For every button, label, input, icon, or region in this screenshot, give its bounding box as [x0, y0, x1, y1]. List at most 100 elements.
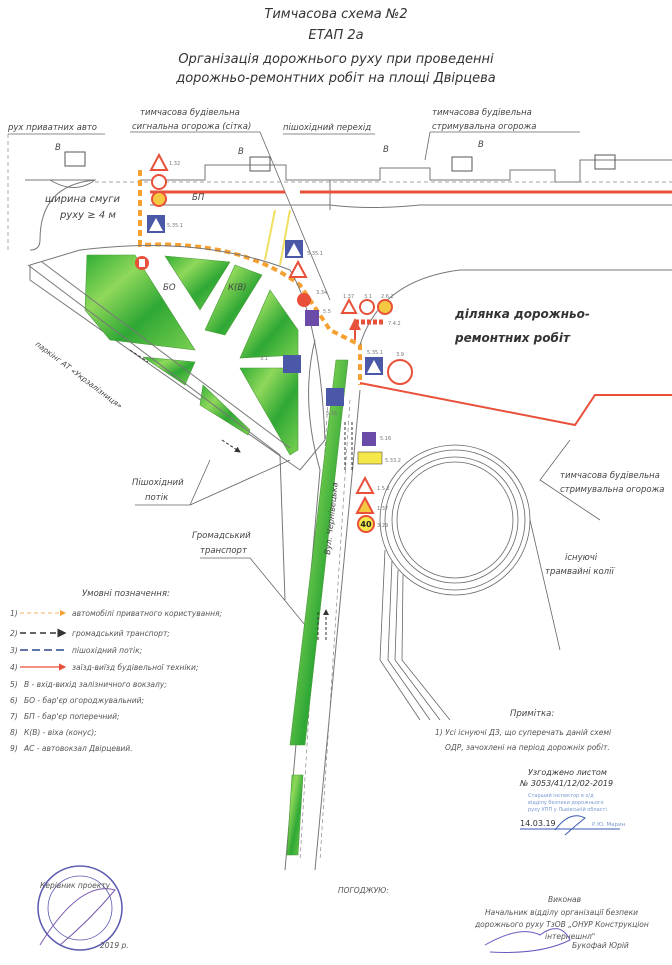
median-strip-lower	[286, 774, 304, 856]
label-lane-width-1: ширина смуги	[45, 194, 121, 205]
entrance-b-label: В	[55, 143, 61, 153]
label-text: Старший інспектор в о/д	[528, 792, 594, 799]
road-narrowing-sign-icon	[355, 475, 375, 494]
label-text: 14.03.19	[520, 819, 556, 828]
entrance-b-label: В	[478, 140, 484, 150]
label-text: 1.37	[377, 506, 388, 512]
bus-flow-arrows	[129, 349, 240, 452]
label-text: 5.35.1	[367, 350, 383, 356]
legend-item: К(В) - віха (конус);	[24, 728, 97, 737]
median-strip	[289, 359, 349, 746]
label-text: 1.5.2	[377, 486, 390, 492]
entrance-b-label: В	[383, 145, 389, 155]
position-line-3: інтернешнл"	[545, 932, 595, 941]
label-barrier-bp: БП	[192, 193, 205, 203]
detour-plate-icon	[357, 451, 383, 465]
legend-item: автомобілі приватного користування;	[72, 609, 222, 618]
road-signs: 40	[135, 152, 413, 533]
label-pedestrian-flow-2: потік	[145, 493, 169, 503]
road-works-sign-icon	[355, 495, 375, 514]
approval-stamp: Узгоджено листом № 3053/41/12/02-2019 Ст…	[519, 768, 626, 836]
label-barrier-bo: БО	[163, 283, 176, 293]
priority-sign-icon	[151, 191, 167, 207]
title-block: Тимчасова схема №2 ЕТАП 2а Організація д…	[175, 7, 496, 86]
label-text: 5.33.2	[385, 458, 401, 464]
label-crosswalk: пішохідний перехід	[283, 123, 371, 133]
label-text: 1)	[10, 609, 18, 618]
approval-signature	[520, 815, 620, 836]
legend-item: громадський транспорт;	[72, 629, 170, 638]
label-text: 9)	[10, 744, 18, 753]
label-signal-fence-2: сигнальна огорожа (сітка)	[132, 122, 251, 132]
legend-item: В - вхід-вихід залізничного вокзалу;	[24, 680, 167, 689]
label-text: 5.16	[380, 436, 391, 442]
note-title: Примітка:	[510, 709, 554, 719]
label-text: Р.Ю. Марин	[592, 822, 626, 828]
executed-label: Виконав	[548, 895, 581, 904]
road-edge-top	[150, 204, 672, 208]
label-text: 7.4.2	[388, 321, 401, 327]
speed-limit-sign-icon	[357, 515, 375, 533]
label-restraint-fence-top-2: стримувальна огорожа	[432, 122, 536, 132]
label-text: 3)	[10, 646, 18, 655]
label-pedestrian-flow-1: Пішохідний	[132, 478, 184, 488]
u-turn-sign-icon	[326, 388, 344, 406]
label-text: 5.35.1	[307, 251, 323, 257]
park-area: БО К(В)	[29, 245, 326, 471]
label-text: 5.5	[323, 309, 331, 315]
entrance-b-label: В	[238, 147, 244, 157]
lane-sign-icon	[362, 432, 376, 446]
label-public-transport-2: транспорт	[200, 546, 248, 556]
label-text: руху УПП у Львівській області	[528, 806, 607, 813]
legend-item: заїзд-виїзд будівельної техніки;	[72, 663, 198, 672]
label-text: Узгоджено листом	[528, 768, 607, 777]
label-work-zone-1: ділянка дорожньо-	[454, 307, 590, 321]
u-turn-sign-icon	[305, 310, 319, 326]
legend-item: пішохідний потік;	[72, 646, 142, 655]
no-entry-sign-icon	[151, 174, 167, 190]
label-public-transport-1: Громадський	[192, 531, 251, 541]
crosswalk-yellow	[264, 209, 291, 266]
private-car-loop	[25, 179, 97, 251]
project-lead-year: 2019 р.	[100, 941, 129, 950]
legend: Умовні позначення: 1) автомобілі приватн…	[10, 589, 222, 753]
road-narrowing-sign-icon	[288, 259, 308, 278]
station-building-outline	[140, 159, 672, 210]
legend-item: БП - бар'єр поперечний;	[24, 712, 120, 721]
no-pedestrians-sign-icon	[387, 359, 413, 385]
tram-tracks	[379, 439, 601, 721]
label-text: 3.9	[396, 352, 404, 358]
label-text: 3.34	[316, 290, 327, 296]
legend-item: БО - бар'єр огороджувальний;	[24, 696, 144, 705]
leader-lines	[8, 131, 580, 301]
no-entry-sign-icon	[359, 299, 375, 315]
construction-vehicle-route	[359, 382, 672, 427]
sign-codes: 1.32 5.35.1 5.35.1 3.34 5.5 1.37 3.1 2.6…	[167, 161, 404, 529]
label-text: 6)	[10, 696, 18, 705]
position-line-1: Начальник відділу організації безпеки	[485, 908, 638, 917]
title-line-2: ЕТАП 2а	[308, 28, 363, 43]
label-work-zone-2: ремонтних робіт	[454, 331, 571, 345]
label-text: № 3053/41/12/02-2019	[519, 779, 613, 788]
legend-item: АС - автовокзал Двірцевий.	[23, 744, 133, 753]
label-text: 5)	[10, 680, 18, 689]
entrance-markers: В В В В	[55, 140, 616, 172]
yield-sign-icon	[283, 355, 301, 373]
label-text: 4)	[10, 663, 18, 672]
label-restraint-fence-right-2: стримувальна огорожа	[560, 485, 664, 495]
leader-pedestrian	[135, 459, 291, 506]
no-turn-sign-icon	[297, 293, 311, 307]
label-text: 5.35.1	[167, 223, 183, 229]
title-line-1: Тимчасова схема №2	[264, 7, 407, 22]
parking-road	[27, 261, 291, 601]
position-line-2: дорожнього руху ТзОВ „ОНУР Конструкціон	[474, 920, 649, 929]
road-works-sign-icon	[340, 297, 358, 314]
legend-title: Умовні позначення:	[82, 589, 170, 599]
label-text: 7)	[10, 712, 18, 721]
label-parking: паркінг АТ «Укрзалізниця»	[34, 339, 124, 410]
signer-name: Букофай Юрій	[572, 941, 629, 950]
signal-fence	[138, 170, 362, 385]
label-tram-1: існуючі	[565, 553, 598, 563]
note-line-2: ОДР, зачохлені на період дорожніх робіт.	[445, 743, 610, 752]
label-text: 3.1	[260, 356, 268, 362]
